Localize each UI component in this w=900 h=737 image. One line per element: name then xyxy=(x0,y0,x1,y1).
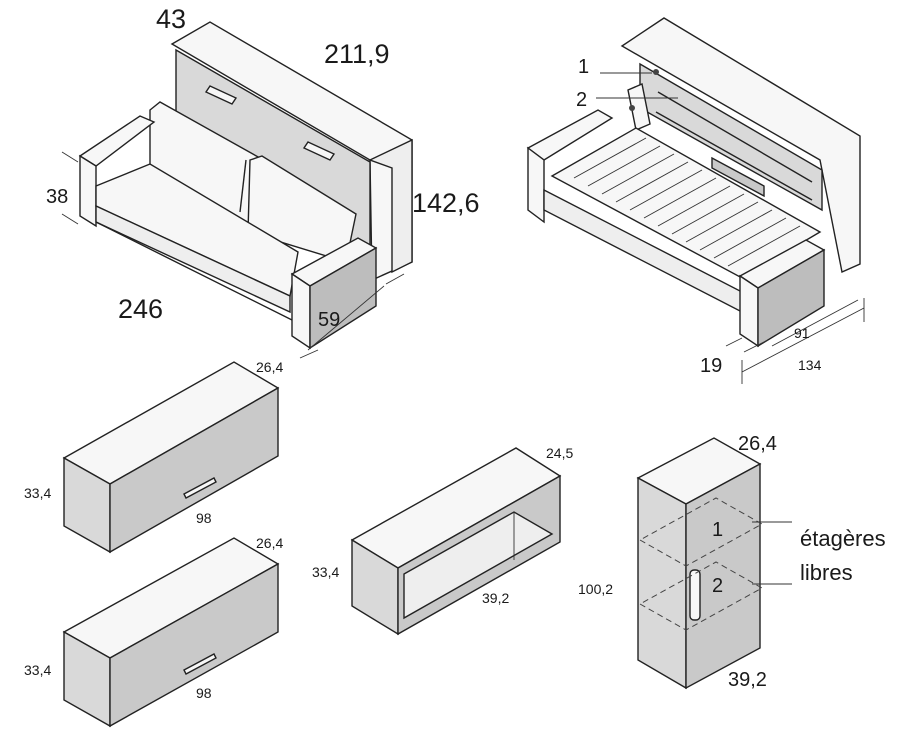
sofa-length-label: 246 xyxy=(118,294,163,324)
fixing-point-2 xyxy=(629,105,635,111)
bed-slats xyxy=(573,137,801,267)
column-height: 100,2 xyxy=(578,581,613,597)
wall-unit-top-front xyxy=(109,386,279,554)
wall-unit-top-drawing xyxy=(62,361,280,554)
bed-total-depth-label: 134 xyxy=(798,357,822,373)
seat-front xyxy=(95,204,291,314)
arm-height-label: 38 xyxy=(46,186,68,208)
arm-left-top xyxy=(78,115,156,167)
open-shelf-opening xyxy=(403,511,554,620)
wall-unit-bottom-front xyxy=(109,562,279,728)
wall-unit-top-height: 33,4 xyxy=(24,485,51,501)
column-shelf-1-label: 1 xyxy=(712,519,723,541)
bed-depth-b-label: 19 xyxy=(700,355,722,377)
bed-arm-right-side xyxy=(757,248,825,348)
sofa-closed-drawing xyxy=(61,21,413,359)
column-depth: 26,4 xyxy=(738,433,777,455)
open-shelf-height: 33,4 xyxy=(312,564,339,580)
arm-right-front xyxy=(291,272,311,350)
bed-depth-a-label: 91 xyxy=(794,325,810,341)
shelves-note-line1: étagères xyxy=(800,526,886,551)
bed-open-drawing xyxy=(526,17,865,384)
wall-unit-bottom-width: 98 xyxy=(196,685,212,701)
open-shelf-width: 39,2 xyxy=(482,590,509,606)
column-shelf-1-outline xyxy=(639,497,764,567)
arm-left-front xyxy=(79,154,97,228)
bed-callout-2: 2 xyxy=(576,89,587,111)
column-drawing xyxy=(636,437,792,690)
panel-handle-left xyxy=(204,85,238,105)
wall-unit-bottom-height: 33,4 xyxy=(24,662,51,678)
cabinet-side xyxy=(368,138,413,274)
open-shelf-depth: 24,5 xyxy=(546,445,573,461)
bed-callout-1: 1 xyxy=(578,56,589,78)
bed-hinge-plate xyxy=(627,83,651,131)
bed-cabinet-body xyxy=(620,17,861,273)
sofa-width-label: 211,9 xyxy=(324,39,390,69)
panel-handle-right xyxy=(302,141,336,161)
shelves-note-line2: libres xyxy=(800,560,853,585)
wall-unit-bottom-depth: 26,4 xyxy=(256,535,283,551)
wall-unit-top-handle xyxy=(183,477,217,499)
fixing-point-1 xyxy=(653,69,659,75)
wall-unit-bottom-drawing xyxy=(62,537,280,728)
column-front xyxy=(685,462,761,690)
bed-leg xyxy=(711,156,765,198)
wall-unit-bottom-handle xyxy=(183,653,217,675)
bed-arm-left-front xyxy=(527,146,545,224)
sofa-height-label: 142,6 xyxy=(412,188,480,218)
wall-unit-top-width: 98 xyxy=(196,510,212,526)
bed-arm-right-front xyxy=(739,274,759,348)
wall-unit-top-depth: 26,4 xyxy=(256,359,283,375)
seat-depth-label: 59 xyxy=(318,309,340,331)
bed-frame xyxy=(550,127,822,279)
backrest-right xyxy=(247,155,357,263)
open-shelf-drawing xyxy=(350,447,562,636)
sofa-depth-label: 43 xyxy=(156,4,186,34)
column-handle xyxy=(689,569,701,621)
arm-right-side xyxy=(309,246,377,350)
column-shelf-2-outline xyxy=(639,561,764,631)
column-shelf-2-label: 2 xyxy=(712,575,723,597)
column-width: 39,2 xyxy=(728,669,767,691)
